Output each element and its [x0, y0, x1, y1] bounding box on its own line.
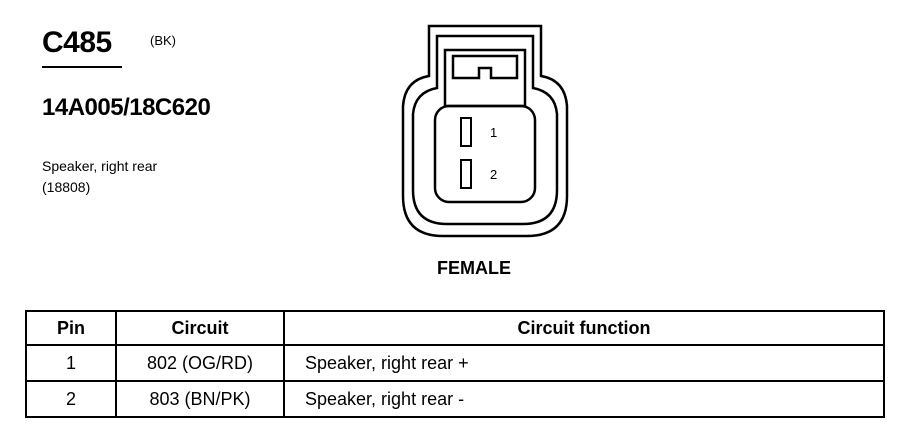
connector-lock-notch — [451, 54, 519, 80]
pin-1-slot — [460, 117, 472, 147]
connector-part-numbers: 14A005/18C620 — [42, 94, 211, 121]
connector-inner-housing — [411, 34, 559, 226]
connector-color-code: (BK) — [150, 33, 176, 48]
column-header-circuit: Circuit — [115, 310, 285, 346]
connector-face-diagram: 1 2 — [401, 24, 569, 238]
circuit-cell: 802 (OG/RD) — [115, 344, 285, 382]
connector-pin-block — [433, 104, 537, 204]
table-header-row: Pin Circuit Circuit function — [25, 310, 885, 346]
connector-description-line: (18808) — [42, 179, 91, 195]
column-header-pin: Pin — [25, 310, 117, 346]
pin-1-label: 1 — [490, 125, 497, 140]
column-header-circuit-function: Circuit function — [283, 310, 885, 346]
pin-2-slot — [460, 159, 472, 189]
circuit-cell: 803 (BN/PK) — [115, 380, 285, 418]
connector-id-underline — [42, 66, 122, 68]
connector-outer-housing — [401, 24, 569, 238]
connector-id: C485 — [42, 26, 112, 59]
table-row: 1 802 (OG/RD) Speaker, right rear + — [25, 344, 885, 382]
pin-cell: 2 — [25, 380, 117, 418]
connector-description-line: Speaker, right rear — [42, 158, 158, 174]
table-row: 2 803 (BN/PK) Speaker, right rear - — [25, 380, 885, 418]
pin-2-label: 2 — [490, 167, 497, 182]
pin-cell: 1 — [25, 344, 117, 382]
connector-view-label: FEMALE — [437, 258, 511, 278]
pin-table: Pin Circuit Circuit function 1 802 (OG/R… — [25, 310, 885, 418]
circuit-function-cell: Speaker, right rear + — [283, 344, 885, 382]
circuit-function-cell: Speaker, right rear - — [283, 380, 885, 418]
